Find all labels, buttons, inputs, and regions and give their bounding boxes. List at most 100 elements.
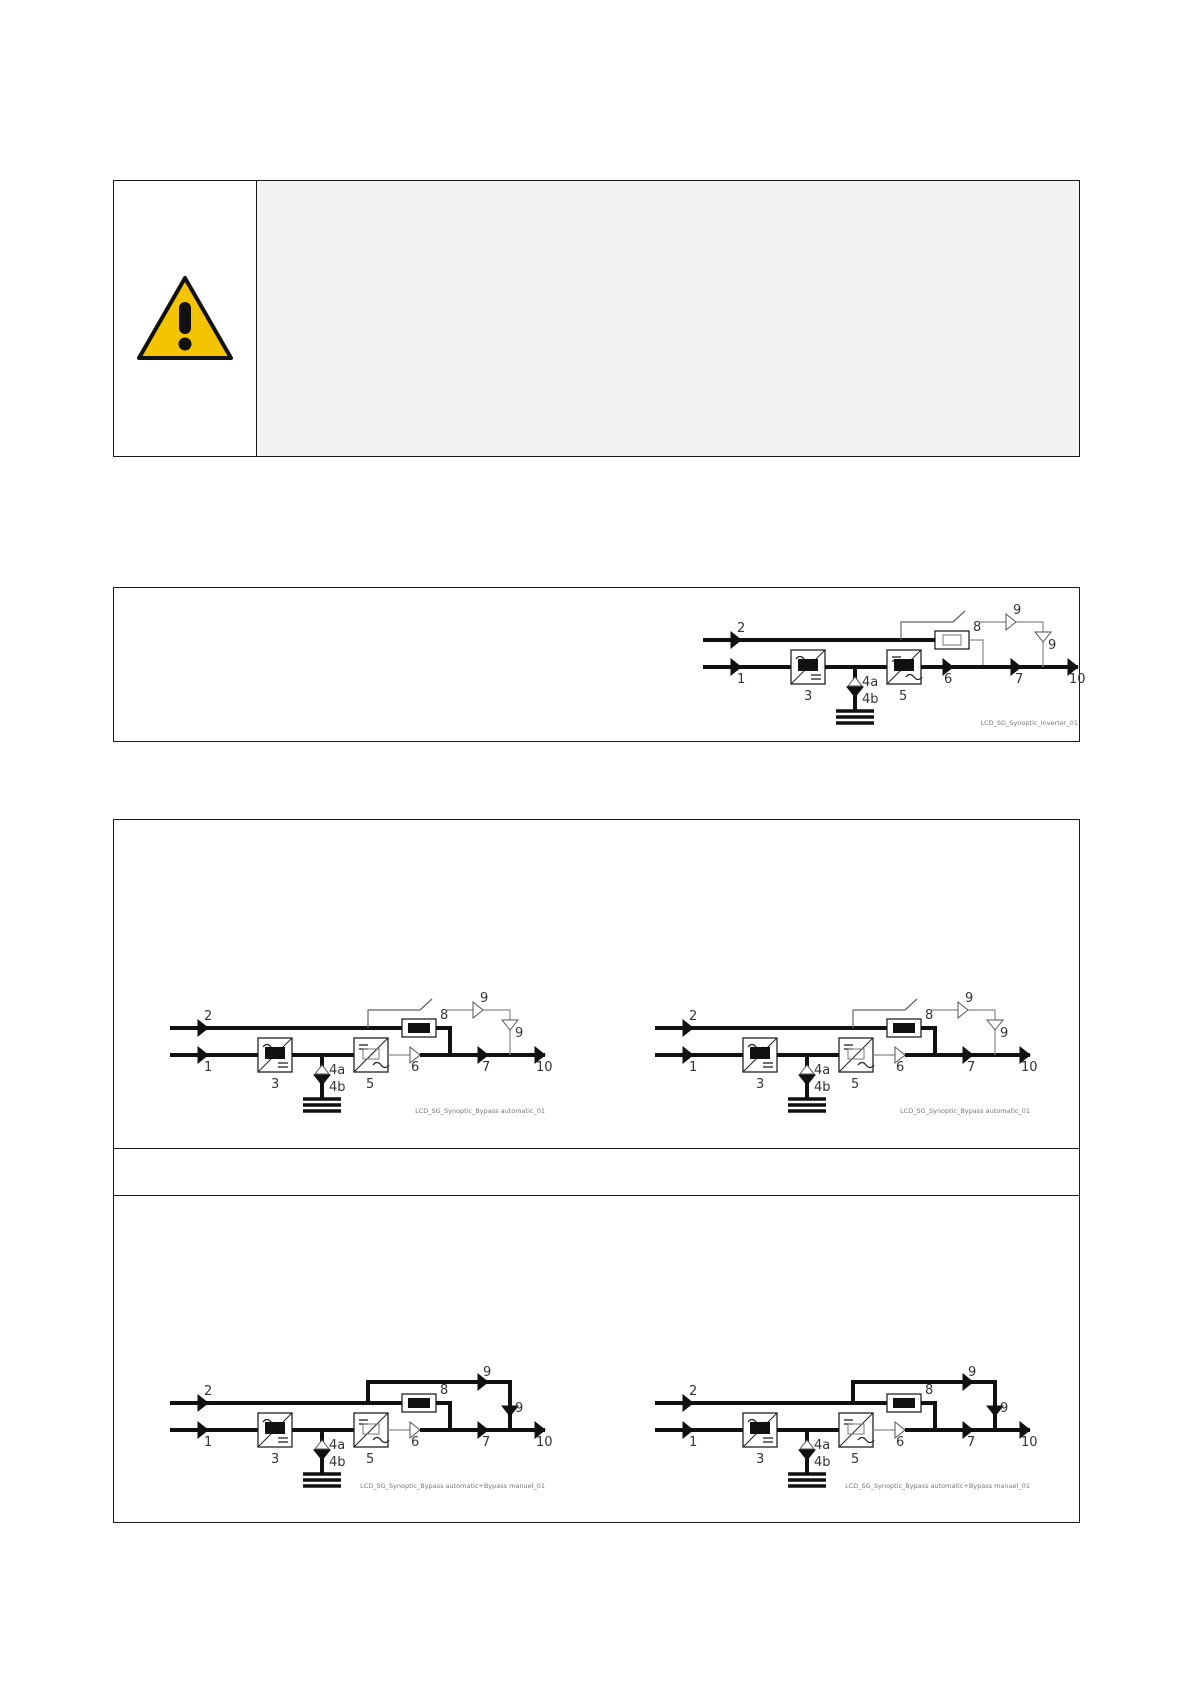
output-arrow-10 [1019, 1420, 1031, 1440]
input-arrow-2 [682, 1393, 694, 1413]
label-n5: 5 [366, 1077, 374, 1092]
manual-bypass-line [930, 1009, 996, 1055]
output-arrow-6 [409, 1045, 421, 1065]
label-n5: 5 [851, 1452, 859, 1467]
output-arrow-7 [477, 1420, 489, 1440]
label-n3: 3 [271, 1452, 279, 1467]
label-n1: 1 [689, 1435, 697, 1450]
label-n6: 6 [896, 1060, 904, 1075]
input-arrow-1 [197, 1045, 209, 1065]
label-n4a: 4a [862, 675, 878, 690]
rectifier-battery-block [265, 1047, 285, 1059]
label-n6: 6 [944, 672, 952, 687]
battery-arrow-4b [845, 686, 865, 698]
battery-arrow-4b [312, 1074, 332, 1086]
inverter-5-ac-symbol [372, 1436, 390, 1444]
label-n2: 2 [204, 1384, 212, 1399]
inverter-active-block [894, 659, 914, 671]
label-n9: 9 [968, 1365, 976, 1380]
label-n10: 10 [1021, 1060, 1038, 1075]
manual-arrow-9 [962, 1372, 974, 1392]
label-n9: 9 [515, 1026, 523, 1041]
inverter-5-ac-symbol [857, 1436, 875, 1444]
label-n4a: 4a [329, 1438, 345, 1453]
input-arrow-1 [682, 1045, 694, 1065]
label-n7: 7 [967, 1435, 975, 1450]
inverter-5-ac-symbol [857, 1061, 875, 1069]
label-n3: 3 [756, 1077, 764, 1092]
input-arrow-2 [730, 630, 742, 650]
bypass-output-line [921, 1026, 960, 1057]
bypass-output-line [921, 1401, 960, 1432]
label-n6: 6 [411, 1060, 419, 1075]
label-n3: 3 [804, 689, 812, 704]
static-switch-idle [942, 634, 962, 646]
label-n3: 3 [756, 1452, 764, 1467]
label-n4b: 4b [329, 1455, 346, 1470]
empty-row [114, 1149, 1079, 1196]
label-n9: 9 [1013, 603, 1021, 618]
label-n9: 9 [1000, 1026, 1008, 1041]
manual-bypass-feed [900, 621, 953, 640]
label-n9: 9 [515, 1401, 523, 1416]
warning-icon-cell [114, 181, 257, 456]
label-n2: 2 [689, 1009, 697, 1024]
warning-triangle-icon [137, 275, 233, 360]
label-n4a: 4a [814, 1438, 830, 1453]
label-n8: 8 [925, 1383, 933, 1398]
inverter-idle-block [362, 1423, 380, 1435]
input-arrow-2 [197, 1393, 209, 1413]
label-n9: 9 [483, 1365, 491, 1380]
inverter-5 [353, 1412, 390, 1448]
input-arrow-1 [730, 657, 742, 677]
diagram-caption: LCD_SG_Synoptic_Bypass automatic_01 [415, 1107, 545, 1115]
label-n5: 5 [899, 689, 907, 704]
rectifier-battery-block [265, 1422, 285, 1434]
output-arrow-6 [942, 657, 954, 677]
inverter-5 [838, 1412, 875, 1448]
bypass-output-line [969, 639, 984, 667]
label-n9: 9 [480, 991, 488, 1006]
label-n2: 2 [689, 1384, 697, 1399]
inverter-5-ac-symbol [905, 673, 923, 681]
static-switch-active [408, 1398, 430, 1408]
diagram-caption: LCD_SG_Synoptic_Bypass automatic+Bypass … [845, 1482, 1030, 1490]
label-n1: 1 [204, 1060, 212, 1075]
input-arrow-1 [682, 1420, 694, 1440]
output-arrow-7 [477, 1045, 489, 1065]
label-n4b: 4b [814, 1455, 831, 1470]
warning-text-cell [257, 181, 1079, 456]
rectifier-battery-block [798, 659, 818, 671]
label-n1: 1 [204, 1435, 212, 1450]
label-n5: 5 [366, 1452, 374, 1467]
inverter-idle-block [362, 1048, 380, 1060]
label-n2: 2 [737, 621, 745, 636]
label-n4a: 4a [329, 1063, 345, 1078]
inverter-5-diagonal [838, 1412, 874, 1448]
input-arrow-2 [197, 1018, 209, 1038]
output-arrow-10 [1067, 657, 1079, 677]
label-n7: 7 [967, 1060, 975, 1075]
label-n8: 8 [973, 620, 981, 635]
inverter-5-diagonal [353, 1412, 389, 1448]
inverter-5-diagonal [838, 1037, 874, 1073]
manual-arrow-9b [985, 1019, 1005, 1031]
battery-arrow-4b [312, 1449, 332, 1461]
battery-arrow-4b [797, 1449, 817, 1461]
warning-box [113, 180, 1080, 457]
output-arrow-10 [534, 1045, 546, 1065]
manual-bypass-switch [419, 998, 433, 1011]
manual-arrow-9b [985, 1405, 1005, 1417]
output-arrow-7 [1010, 657, 1022, 677]
output-arrow-6 [409, 1420, 421, 1440]
label-n7: 7 [1015, 672, 1023, 687]
label-n10: 10 [536, 1435, 553, 1450]
static-switch-active [893, 1023, 915, 1033]
